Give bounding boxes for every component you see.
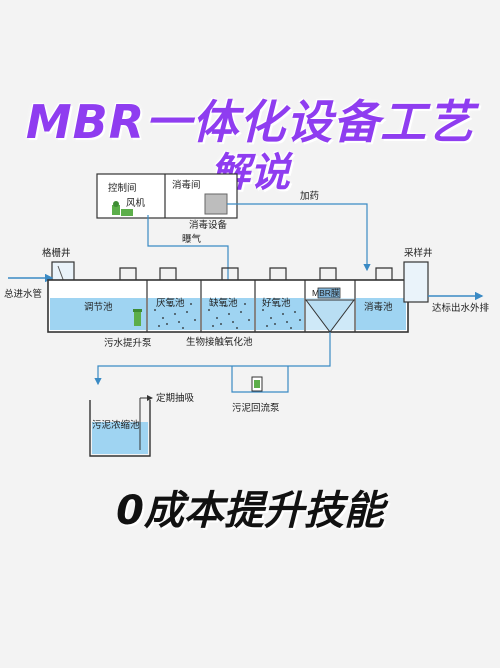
anaerobic-tank-label: 厌氧池 xyxy=(156,297,185,309)
lift-pump-icon xyxy=(133,309,142,326)
aeration-label: 曝气 xyxy=(182,233,202,245)
main-inlet-label: 总进水管 xyxy=(4,288,42,300)
disinfection-tank-label: 消毒池 xyxy=(364,301,393,313)
sludge-thickening-tank xyxy=(89,400,151,457)
dosing-label: 加药 xyxy=(300,191,319,202)
fan-icon xyxy=(112,201,133,216)
sludge-thickening-label: 污泥浓缩池 xyxy=(92,419,140,431)
aerobic-tank-label: 好氧池 xyxy=(262,297,291,309)
mbr-membrane-label: MBR膜 xyxy=(312,288,340,298)
sampling-well-label: 采样井 xyxy=(404,247,433,259)
mbr-hopper xyxy=(305,299,355,333)
biocontact-oxidation-label: 生物接触氧化池 xyxy=(186,336,253,348)
mbr-membrane-icon xyxy=(317,287,341,299)
discharge-label: 达标出水外排 xyxy=(432,302,490,314)
title-line-1: MBR一体化设备工艺 xyxy=(25,95,475,149)
timed-suction-label: 定期抽吸 xyxy=(156,392,195,404)
regulating-tank-label: 调节池 xyxy=(84,301,113,313)
control-room-label: 控制间 xyxy=(108,182,137,194)
grille-well-label: 格栅井 xyxy=(42,247,71,259)
disinfection-equipment-label: 消毒设备 xyxy=(189,219,228,231)
sludge-return-pipe xyxy=(94,332,331,386)
lift-pump-label: 污水提升泵 xyxy=(104,337,152,349)
fan-label: 风机 xyxy=(126,197,146,209)
sampling-well xyxy=(403,261,429,303)
dosing-pipe xyxy=(227,203,371,272)
aeration-pipe xyxy=(147,215,232,294)
disinfection-equipment-icon xyxy=(204,193,228,215)
sludge-return-pump-label: 污泥回流泵 xyxy=(232,402,280,414)
tank-manholes xyxy=(119,267,393,280)
aeration-bubbles xyxy=(154,303,301,329)
sludge-return-pump-icon xyxy=(251,376,263,392)
footer-slogan: 0成本提升技能 xyxy=(116,488,384,534)
anoxic-tank-label: 缺氧池 xyxy=(209,297,238,309)
disinfection-room-label: 消毒间 xyxy=(172,179,201,191)
